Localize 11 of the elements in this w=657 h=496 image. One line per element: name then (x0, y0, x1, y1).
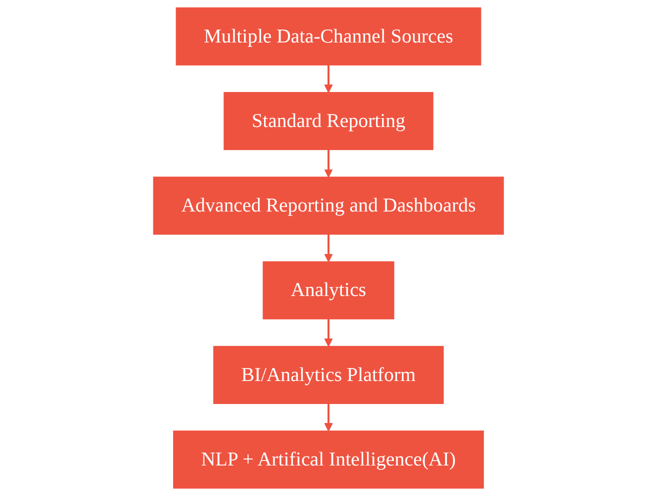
node-box: Analytics (262, 261, 394, 320)
arrow (324, 318, 333, 347)
arrow (324, 64, 333, 93)
node-box: BI/Analytics Platform (213, 346, 444, 404)
node-box: NLP + Artifical Intelligence(AI) (173, 430, 484, 489)
arrow (324, 404, 333, 432)
arrow (324, 150, 333, 178)
node-box: Standard Reporting (224, 92, 434, 150)
node-box: Advanced Reporting and Dashboards (153, 176, 504, 235)
node-box: Multiple Data-Channel Sources (176, 7, 482, 66)
arrow (324, 234, 333, 262)
